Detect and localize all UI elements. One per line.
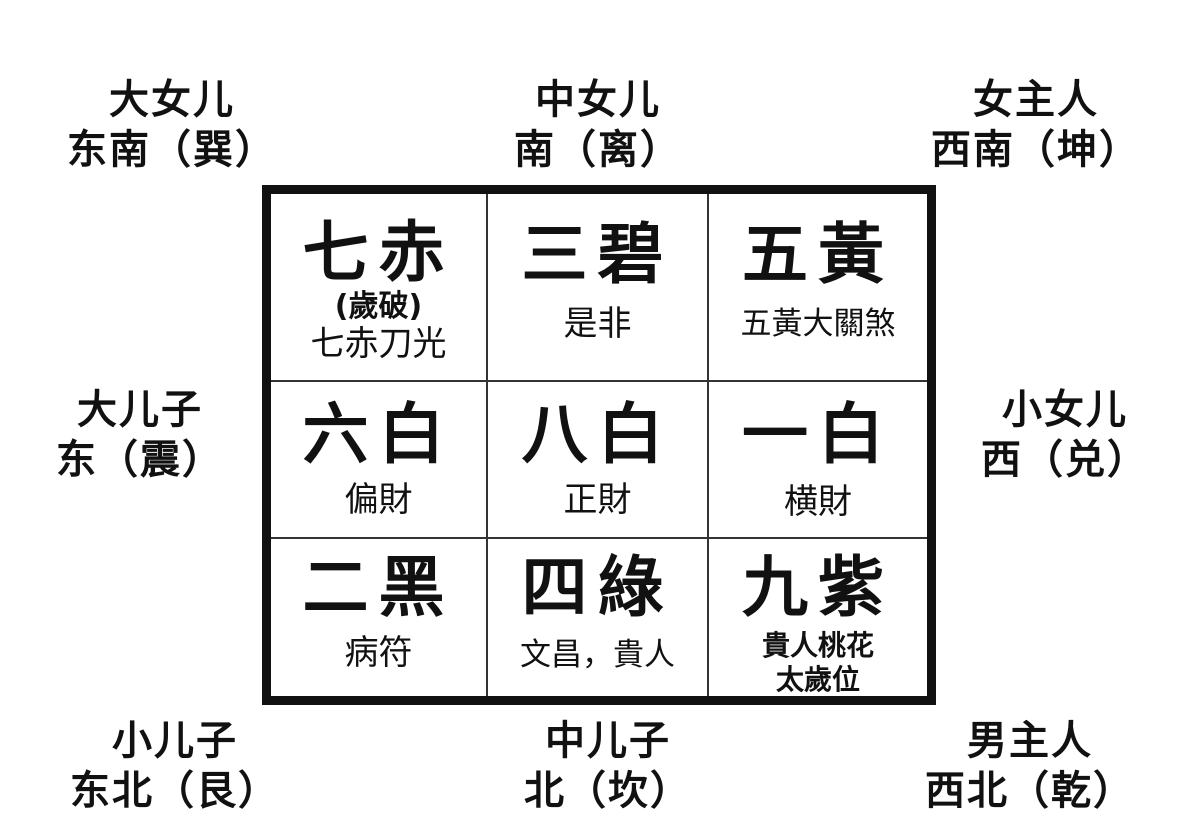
flying-star-label: 五黃: [742, 215, 894, 293]
cell-south: 三碧 是非: [488, 194, 707, 380]
direction-text: 东南（巽）: [67, 126, 277, 173]
cell-note: (歲破): [334, 289, 423, 324]
person-label: 女主人: [973, 76, 1099, 123]
person-label: 小儿子: [112, 717, 238, 764]
cell-note: 七赤刀光: [310, 324, 447, 364]
direction-label-south: 中女儿 南（离）: [448, 75, 748, 175]
person-label: 中女儿: [535, 76, 661, 123]
cell-note: 文昌，貴人: [520, 637, 675, 673]
cell-southwest: 五黃 五黃大關煞: [709, 194, 927, 380]
cell-note: 五黃大關煞: [740, 306, 896, 342]
person-label: 男主人: [967, 717, 1093, 764]
cell-note: 正財: [563, 480, 632, 520]
cell-southeast: 七赤 (歲破) 七赤刀光: [271, 194, 486, 380]
direction-label-northwest: 男主人 西北（乾）: [880, 716, 1180, 816]
cell-northeast: 二黑 病符: [271, 539, 486, 696]
flying-star-label: 七赤: [302, 213, 455, 291]
direction-text: 东北（艮）: [70, 767, 280, 814]
flying-star-label: 八白: [521, 395, 674, 473]
grid-divider: [486, 194, 488, 696]
person-label: 大儿子: [77, 386, 203, 433]
nine-palace-grid: 七赤 (歲破) 七赤刀光 三碧 是非 五黃 五黃大關煞 六白 偏財 八白 正財 …: [262, 185, 936, 705]
cell-west: 一白 横財: [709, 382, 927, 537]
direction-label-southeast: 大女儿 东南（巽）: [22, 75, 322, 175]
direction-text: 西（兑）: [981, 436, 1149, 483]
flying-star-label: 四綠: [521, 548, 674, 626]
direction-label-northeast: 小儿子 东北（艮）: [25, 716, 325, 816]
cell-note: 横財: [784, 482, 852, 522]
grid-divider: [271, 537, 927, 539]
cell-note: 病符: [344, 633, 413, 673]
cell-note: 是非: [563, 304, 632, 344]
cell-center: 八白 正財: [488, 382, 707, 537]
direction-text: 北（坎）: [524, 767, 692, 814]
direction-label-southwest: 女主人 西南（坤）: [886, 75, 1186, 175]
flying-star-label: 二黑: [302, 548, 455, 626]
direction-text: 南（离）: [514, 126, 682, 173]
person-label: 大女儿: [109, 76, 235, 123]
person-label: 中儿子: [545, 717, 671, 764]
direction-label-west: 小女儿 西（兑）: [940, 385, 1190, 485]
cell-note: 貴人桃花: [761, 629, 874, 662]
cell-northwest: 九紫 貴人桃花 太歲位: [709, 539, 927, 696]
direction-text: 东（震）: [56, 436, 224, 483]
cell-note: 太歲位: [775, 663, 860, 696]
cell-north: 四綠 文昌，貴人: [488, 539, 707, 696]
flying-star-label: 一白: [742, 395, 894, 473]
flying-star-label: 六白: [302, 395, 455, 473]
grid-divider: [271, 380, 927, 382]
direction-label-north: 中儿子 北（坎）: [458, 716, 758, 816]
direction-label-east: 大儿子 东（震）: [10, 385, 270, 485]
direction-text: 西南（坤）: [931, 126, 1141, 173]
direction-text: 西北（乾）: [925, 767, 1135, 814]
cell-east: 六白 偏財: [271, 382, 486, 537]
flying-star-label: 九紫: [742, 548, 894, 626]
person-label: 小女儿: [1002, 386, 1128, 433]
flying-star-label: 三碧: [521, 215, 674, 293]
cell-note: 偏財: [344, 480, 413, 520]
grid-divider: [707, 194, 709, 696]
